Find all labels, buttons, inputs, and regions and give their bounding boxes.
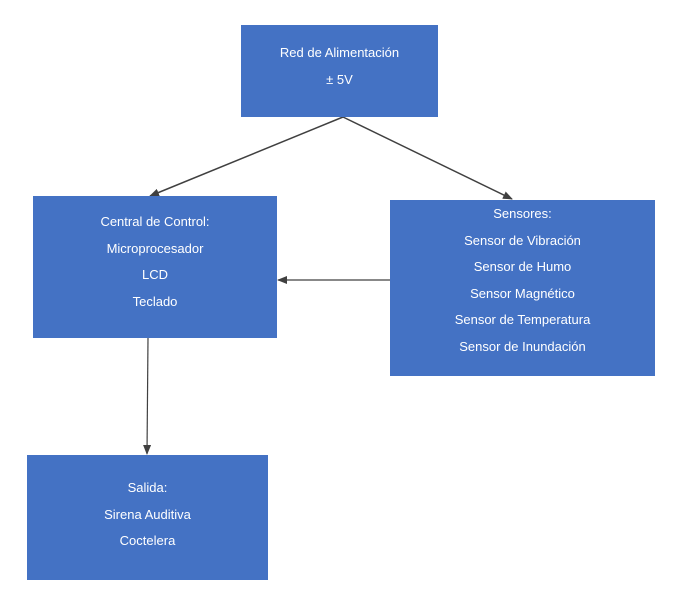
- sensors-box: Sensores: Sensor de Vibración Sensor de …: [390, 200, 655, 376]
- output-title: Salida:: [127, 480, 168, 495]
- power-supply-box: Red de Alimentación ± 5V: [241, 25, 438, 117]
- sensor-item-magnetic: Sensor Magnético: [470, 285, 575, 301]
- control-item-keypad: Teclado: [132, 293, 178, 309]
- output-box: Salida: Sirena Auditiva Coctelera: [27, 455, 268, 580]
- output-item-siren: Sirena Auditiva: [104, 506, 191, 522]
- power-title: Red de Alimentación: [279, 45, 400, 60]
- control-item-microprocessor: Microprocesador: [106, 240, 204, 256]
- arrow-power-to-sensors: [342, 116, 513, 200]
- sensors-title: Sensores:: [493, 206, 552, 221]
- sensor-item-smoke: Sensor de Humo: [473, 259, 572, 274]
- sensor-item-vibration: Sensor de Vibración: [464, 232, 581, 248]
- output-item-shaker: Coctelera: [119, 533, 176, 548]
- control-center-box: Central de Control: Microprocesador LCD …: [33, 196, 277, 338]
- control-item-lcd: LCD: [141, 267, 168, 282]
- sensor-item-flood: Sensor de Inundación: [459, 338, 586, 354]
- control-title: Central de Control:: [100, 214, 210, 229]
- power-voltage: ± 5V: [326, 71, 353, 87]
- sensor-item-temperature: Sensor de Temperatura: [454, 312, 591, 327]
- arrow-control-to-output: [143, 337, 152, 455]
- arrow-power-to-control: [149, 116, 344, 197]
